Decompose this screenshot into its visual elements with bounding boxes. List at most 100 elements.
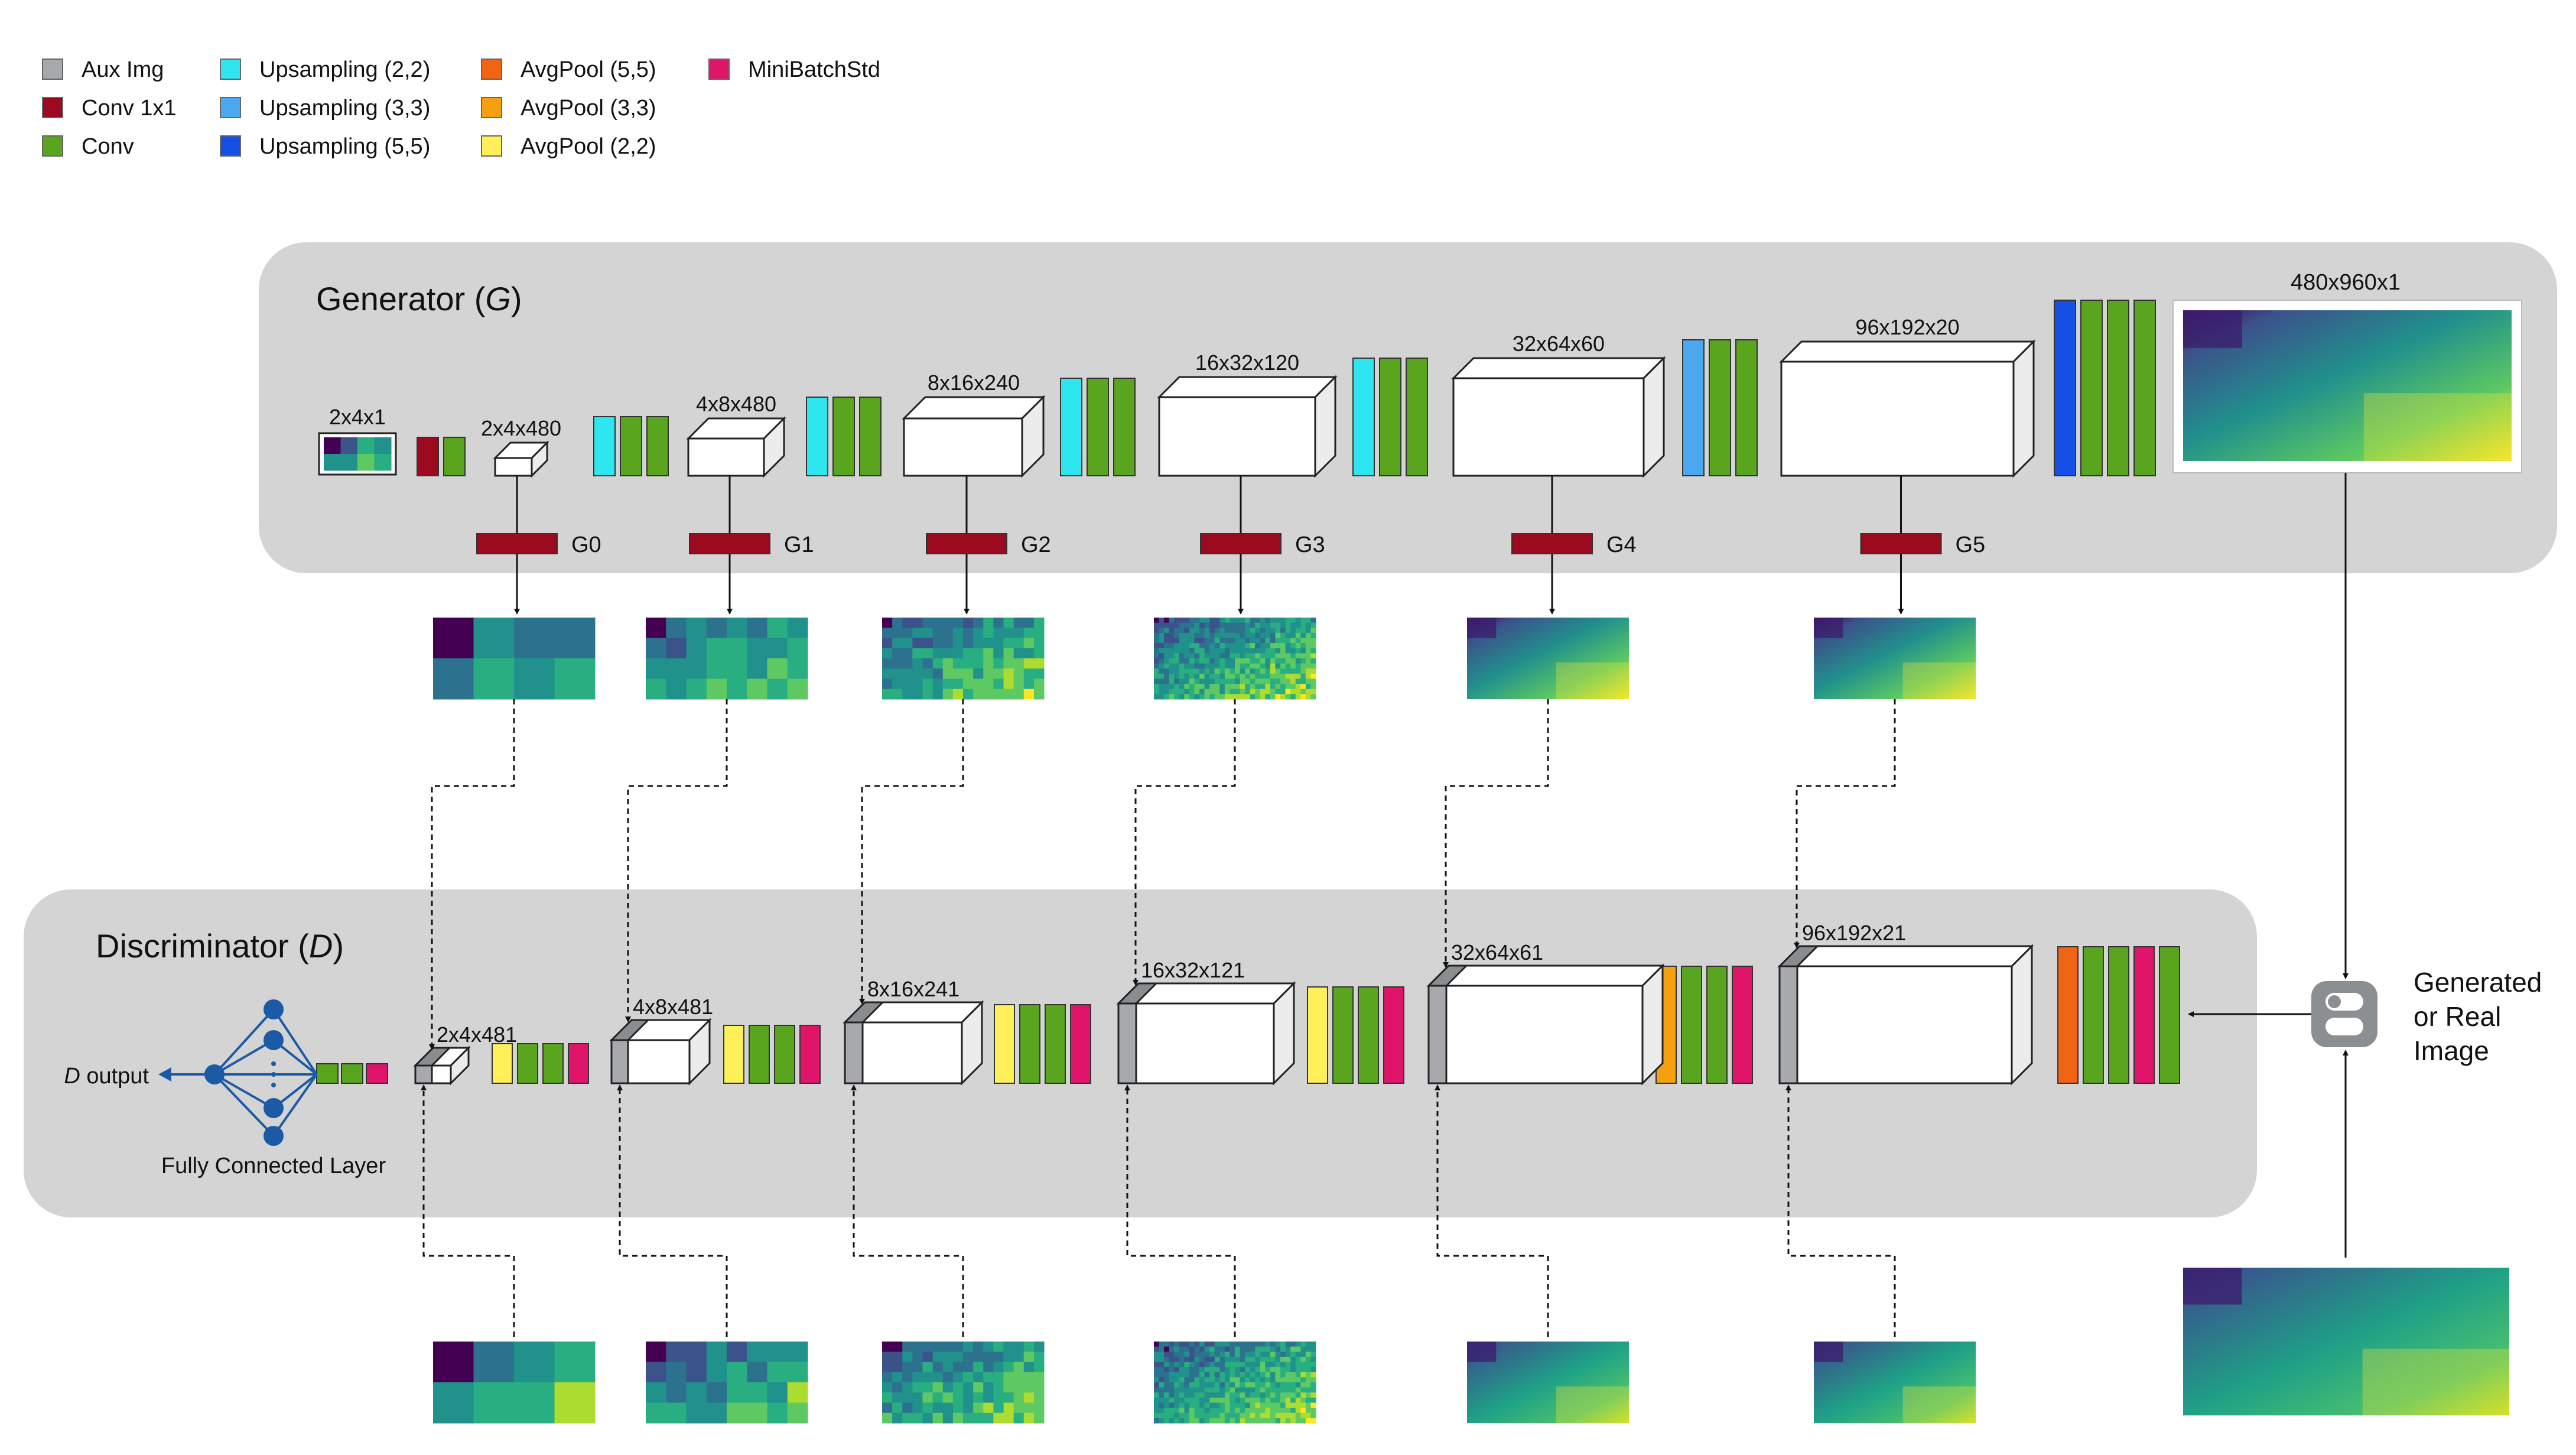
discriminator-output-label: D output <box>64 1064 149 1089</box>
layer-bar <box>1060 378 1082 476</box>
generator-input-image <box>324 437 392 471</box>
layer-bar <box>517 1043 538 1084</box>
real-thumbnail-2 <box>882 1342 1045 1424</box>
legend-label: Upsampling (2,2) <box>259 57 430 82</box>
fully-connected-network <box>158 999 318 1146</box>
legend-swatch <box>42 59 63 80</box>
layer-bar <box>316 1063 339 1084</box>
discriminator-block-label: 32x64x61 <box>1451 940 1543 964</box>
layer-bar <box>620 416 642 476</box>
legend-swatch <box>481 97 502 118</box>
switch-label-line-2: or Real <box>2414 1001 2501 1032</box>
connector-path <box>1124 1084 1236 1337</box>
generator-output-conv <box>1200 533 1282 554</box>
generator-output-conv <box>1511 533 1593 554</box>
connector-path <box>421 1084 515 1337</box>
legend-label: AvgPool (3,3) <box>521 96 656 121</box>
legend-swatch <box>42 135 63 157</box>
generator-output-conv <box>1860 533 1942 554</box>
generator-block-label: 4x8x480 <box>696 392 776 416</box>
layer-bar <box>366 1063 388 1084</box>
neuron <box>264 1126 284 1146</box>
generator-output-label: G5 <box>1956 532 1986 557</box>
generator-block-4 <box>1451 356 1666 478</box>
layer-bar <box>1682 339 1705 476</box>
switch-label: Generated or Real Image <box>2414 967 2549 1066</box>
legend-label: MiniBatchStd <box>748 57 880 82</box>
neuron <box>204 1064 225 1084</box>
generator-block-label: 16x32x120 <box>1195 350 1299 375</box>
layer-bar <box>1732 966 1753 1084</box>
discriminator-title-suffix: ) <box>333 927 344 964</box>
generator-title: Generator (G) <box>316 280 522 317</box>
discriminator-layers: 2x4x4814x8x4818x16x24116x32x12132x64x619… <box>64 921 2180 1178</box>
generated-thumbnail-0 <box>433 618 596 700</box>
layer-bar <box>799 1025 821 1084</box>
neuron <box>264 999 284 1019</box>
neuron <box>264 1030 284 1050</box>
connector-path <box>429 699 515 1050</box>
discriminator-title: Discriminator (D) <box>96 927 344 964</box>
real-thumbnail-5 <box>1814 1342 1976 1423</box>
switch-label-line-3: Image <box>2414 1035 2489 1066</box>
legend-label: Upsampling (5,5) <box>259 134 430 159</box>
layer-bar <box>2159 946 2180 1084</box>
connections <box>421 473 2349 1337</box>
layer-bar <box>2133 946 2155 1084</box>
connector-path <box>1785 1084 1896 1337</box>
generator-title-symbol: G <box>485 280 511 317</box>
connector-path <box>1133 699 1236 986</box>
layer-bar <box>2108 946 2129 1084</box>
switch-icon <box>2311 981 2377 1047</box>
connector-path <box>617 1084 728 1337</box>
layer-bar <box>2107 300 2129 476</box>
layer-bar <box>593 416 616 476</box>
legend-swatch <box>220 59 241 80</box>
connector-path <box>1443 699 1549 968</box>
layer-bar <box>568 1043 589 1084</box>
legend-swatch <box>220 135 241 157</box>
generated-thumbnail-4 <box>1467 618 1629 699</box>
layer-bar <box>1383 986 1404 1084</box>
discriminator-block-5 <box>1777 944 2034 1086</box>
discriminator-block-label: 2x4x481 <box>437 1022 517 1047</box>
legend-swatch <box>481 135 502 157</box>
legend-label: Conv <box>82 134 134 159</box>
layer-bar <box>1709 339 1731 476</box>
real-thumbnail-3 <box>1154 1342 1316 1424</box>
layer-bar <box>749 1025 770 1084</box>
discriminator-block-3 <box>1116 981 1296 1086</box>
layer-bar <box>443 437 466 476</box>
generator-output-conv <box>926 533 1007 554</box>
discriminator-block-label: 16x32x121 <box>1141 958 1245 982</box>
discriminator-block-2 <box>843 1000 984 1086</box>
layer-bar <box>2133 300 2156 476</box>
layer-bar <box>2054 300 2076 476</box>
layer-bar <box>1358 986 1379 1084</box>
discriminator-block-label: 8x16x241 <box>867 977 960 1001</box>
discriminator-block-label: 96x192x21 <box>1802 921 1906 945</box>
discriminator-title-symbol: D <box>309 927 333 964</box>
generator-output-conv <box>476 533 558 554</box>
layer-bar <box>646 416 669 476</box>
generator-block-0 <box>493 440 549 478</box>
generator-block-label: 32x64x60 <box>1513 332 1605 356</box>
connector-path <box>1794 699 1896 949</box>
generator-output-label: G1 <box>784 532 814 557</box>
layer-bar <box>1332 986 1354 1084</box>
legend-label: Conv 1x1 <box>82 96 177 121</box>
thumbnail-images <box>433 618 2509 1424</box>
discriminator-block-0 <box>413 1045 471 1086</box>
connector-path <box>859 699 964 1005</box>
generator-output-label: G3 <box>1295 532 1325 557</box>
generator-output-label: G2 <box>1021 532 1051 557</box>
layer-bar <box>1045 1004 1066 1084</box>
generated-thumbnail-1 <box>646 618 808 700</box>
generator-output-label: G4 <box>1606 532 1637 557</box>
generator-block-3 <box>1157 375 1338 478</box>
connector-path <box>625 699 728 1022</box>
generator-input-label: 2x4x1 <box>329 405 386 429</box>
layer-bar <box>1070 1004 1091 1084</box>
